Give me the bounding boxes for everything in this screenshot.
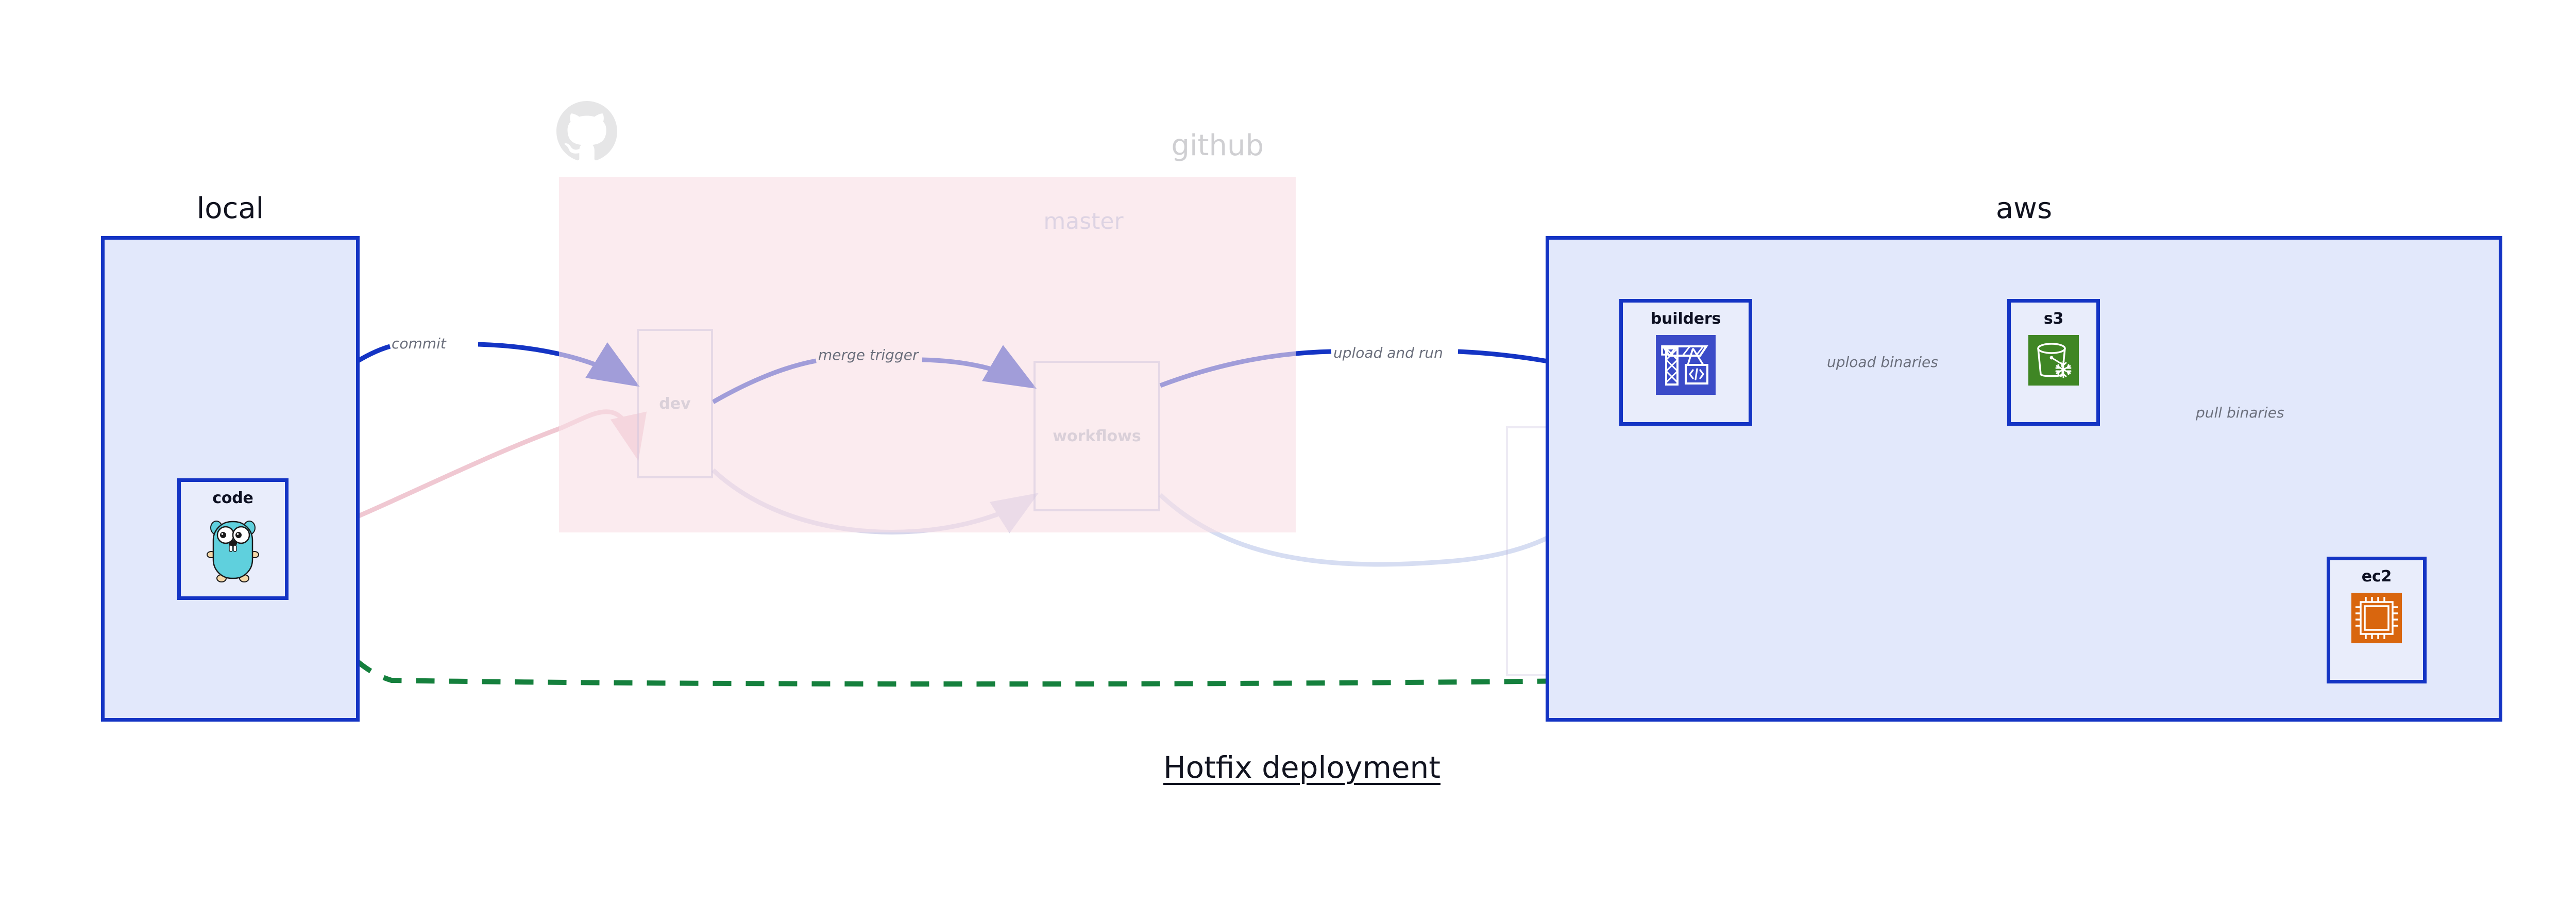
node-dev-label: dev: [659, 394, 691, 413]
node-s3-label: s3: [2043, 310, 2064, 328]
codebuild-icon: [1656, 335, 1716, 395]
subgroup-label-master: master: [1043, 208, 1124, 235]
node-builders[interactable]: builders: [1619, 299, 1752, 426]
s3-glacier-icon: [2028, 335, 2079, 386]
node-code[interactable]: code: [177, 478, 289, 600]
edge-label-upload-binaries: upload binaries: [1827, 354, 1938, 371]
group-github[interactable]: [559, 177, 1779, 676]
node-ec2-label: ec2: [2361, 567, 2392, 586]
node-workflows[interactable]: workflows: [1033, 361, 1160, 511]
group-label-aws: aws: [1995, 192, 2053, 225]
edge-label-pull-binaries: pull binaries: [2196, 404, 2284, 421]
ec2-chip-icon: [2351, 593, 2402, 643]
diagram-title: Hotfix deployment: [1163, 750, 1441, 785]
group-label-local: local: [196, 192, 264, 225]
edge-label-merge-trigger: merge trigger: [818, 346, 919, 363]
node-workflows-label: workflows: [1053, 427, 1141, 445]
node-ec2[interactable]: ec2: [2327, 557, 2427, 683]
group-label-github: github: [1171, 129, 1264, 162]
node-code-label: code: [212, 489, 253, 507]
edge-label-upload-and-run: upload and run: [1333, 344, 1443, 361]
go-gopher-icon: [207, 521, 259, 582]
node-builders-label: builders: [1650, 310, 1721, 328]
node-s3[interactable]: s3: [2007, 299, 2100, 426]
node-dev[interactable]: dev: [637, 329, 713, 478]
edge-label-commit: commit: [392, 335, 446, 352]
github-octocat-icon: [556, 101, 617, 161]
